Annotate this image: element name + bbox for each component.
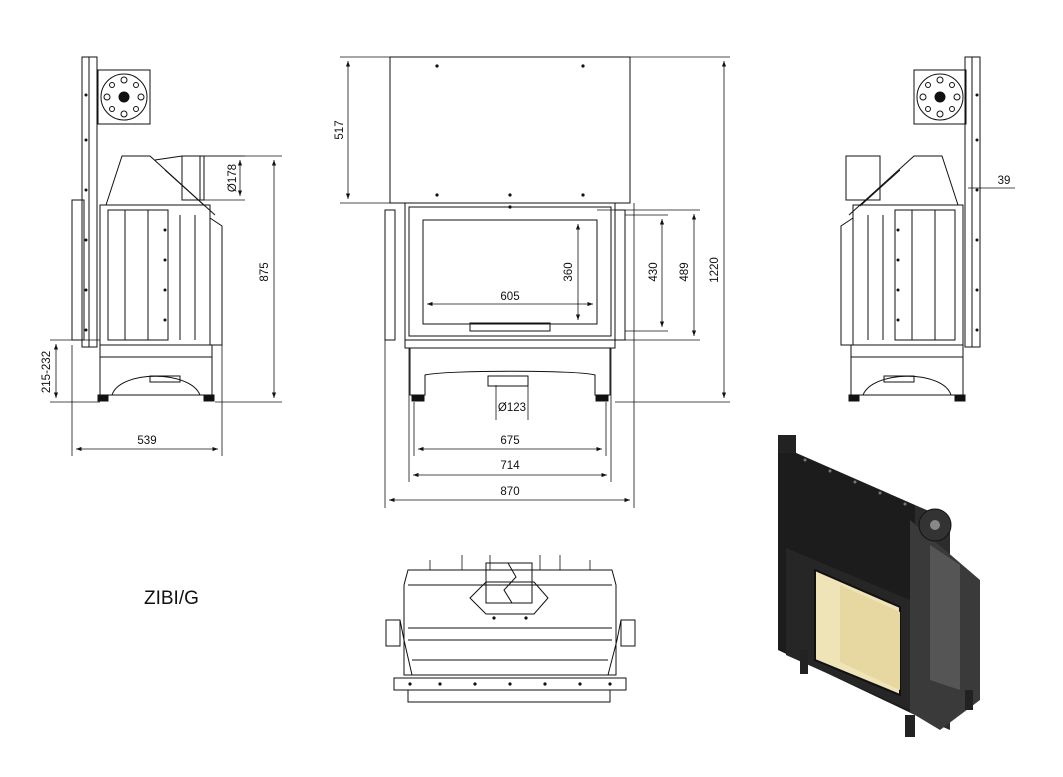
dim-flue-diameter: Ø178 [227, 164, 239, 192]
dim-frame-width: 714 [500, 460, 520, 472]
front-view [384, 56, 631, 402]
left-side-view [71, 56, 223, 402]
dim-glass-height: 360 [563, 262, 575, 281]
dim-air-inlet: Ø123 [498, 402, 526, 414]
dim-total-height: 1220 [709, 257, 721, 283]
top-view [385, 555, 636, 703]
model-name: ZIBI/G [144, 588, 199, 609]
left-dimensions [50, 155, 282, 456]
dim-total-width: 870 [500, 486, 519, 498]
dim-leg-height: 215-232 [41, 351, 53, 393]
dim-glass-width: 605 [500, 291, 519, 303]
isometric-view [778, 435, 980, 737]
dim-body-height: 875 [259, 262, 271, 281]
front-dimensions [340, 56, 730, 508]
glass-panel [422, 219, 598, 325]
dim-door-outer: 489 [679, 262, 691, 281]
dim-depth: 539 [137, 435, 156, 447]
dim-door-inner: 430 [648, 262, 660, 281]
right-side-view [840, 56, 981, 402]
fan-icon [100, 73, 148, 121]
right-dimensions [964, 175, 1015, 200]
dim-offset: 39 [998, 175, 1011, 187]
dim-legs-span: 675 [500, 435, 519, 447]
fan-icon [916, 73, 964, 121]
dim-top-section: 517 [334, 120, 346, 139]
